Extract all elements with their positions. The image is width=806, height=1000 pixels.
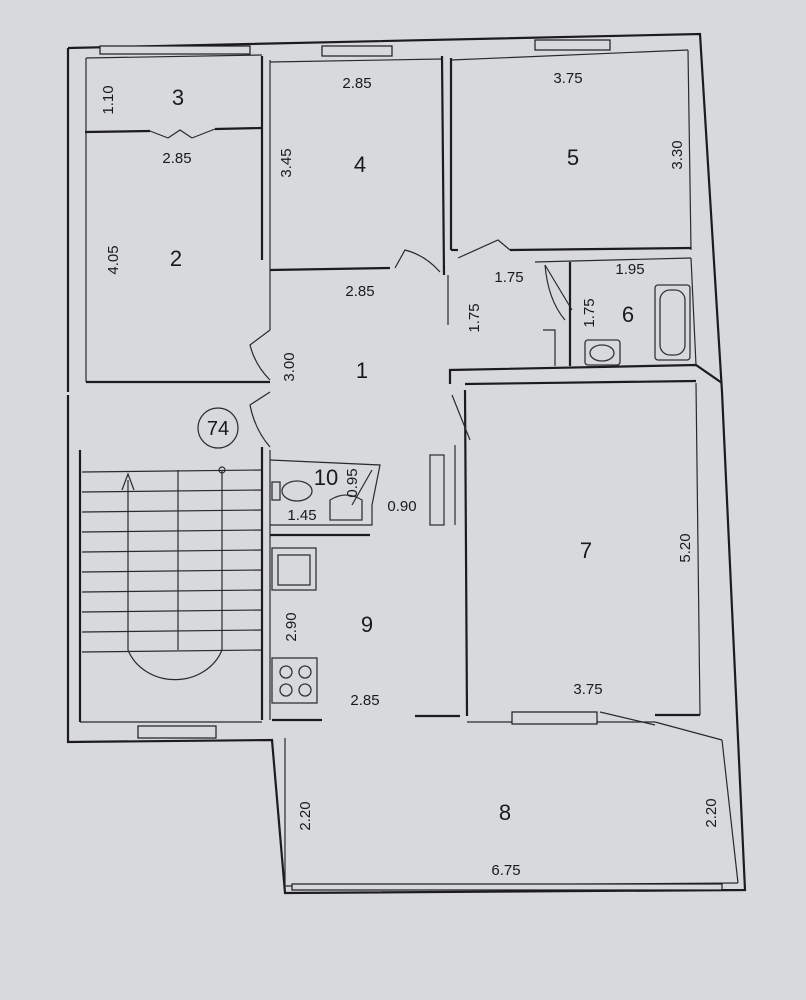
- door-room6: [544, 264, 573, 321]
- dim-corridor-width: 1.75: [466, 303, 483, 332]
- dim-r6-width-b: 1.95: [615, 261, 644, 278]
- apartment-number: 74: [207, 418, 229, 440]
- window-room5: [534, 39, 611, 51]
- room-2-label: 2: [170, 246, 182, 271]
- dim-r2-height: 4.05: [105, 245, 122, 274]
- door-room7: [451, 394, 471, 441]
- dim-r5-height: 3.30: [669, 140, 686, 169]
- dim-r7-width: 3.75: [573, 681, 602, 698]
- dim-r10-height: 0.95: [344, 468, 361, 497]
- room-7-label: 7: [580, 538, 592, 563]
- room-9-label: 9: [361, 612, 373, 637]
- door-room5: [457, 239, 511, 259]
- room-1-label: 1: [356, 358, 368, 383]
- doors: [149, 128, 656, 726]
- washbasin-icon: [329, 494, 363, 521]
- window-room4: [321, 45, 393, 57]
- dim-r4-height: 3.45: [278, 148, 295, 177]
- dim-r6-height: 1.75: [581, 298, 598, 327]
- dim-r8-width: 6.75: [491, 862, 520, 879]
- dim-r7-height: 5.20: [677, 533, 694, 562]
- dimension-labels: 1.10 2.85 4.05 2.85 3.45 2.85 3.75 3.30 …: [100, 70, 720, 879]
- door-entrance: [249, 391, 271, 448]
- outer-walls: [66, 32, 747, 895]
- room-8-label: 8: [499, 800, 511, 825]
- dim-r9-width: 2.85: [350, 692, 379, 709]
- staircase: [81, 466, 263, 681]
- stove-icon: [271, 657, 318, 704]
- window-room8: [291, 883, 723, 891]
- sink-icon: [584, 339, 621, 366]
- room-4-label: 4: [354, 152, 366, 177]
- dim-r3-width: 2.85: [162, 150, 191, 167]
- room-numbers: 1 2 3 4 5 6 7 8 9 10: [170, 85, 634, 825]
- interior-walls: [78, 49, 739, 887]
- door-room8: [599, 711, 656, 726]
- dim-r1-height: 3.00: [281, 352, 298, 381]
- stair-arrow-icon: [121, 472, 135, 491]
- dim-r3-height: 1.10: [100, 85, 117, 114]
- door-room4: [394, 249, 441, 273]
- dim-r8-height-left: 2.20: [297, 801, 314, 830]
- dim-r8-height-right: 2.20: [703, 798, 720, 827]
- dim-door-width: 0.90: [387, 498, 416, 515]
- door-room2: [249, 329, 271, 381]
- room-3-label: 3: [172, 85, 184, 110]
- room-5-label: 5: [567, 145, 579, 170]
- fixtures: [271, 284, 691, 704]
- apartment-badge: 74: [197, 407, 239, 449]
- toilet-icon: [271, 481, 281, 501]
- room-10-label: 10: [314, 465, 338, 490]
- dim-r5-width: 3.75: [553, 70, 582, 87]
- window-room3: [99, 45, 251, 55]
- dim-r6-width-a: 1.75: [494, 269, 523, 286]
- room-6-label: 6: [622, 302, 634, 327]
- door-room10: [351, 469, 373, 506]
- door-room3: [149, 128, 216, 139]
- windows: [99, 39, 723, 891]
- dim-r4-top-width: 2.85: [342, 75, 371, 92]
- bathtub-icon: [654, 284, 691, 361]
- window-stairwell: [137, 725, 217, 739]
- dim-r9-height: 2.90: [283, 612, 300, 641]
- dim-r4-bottom-width: 2.85: [345, 283, 374, 300]
- window-room7: [511, 711, 598, 725]
- kitchen-sink-icon: [271, 547, 317, 591]
- dim-r10-width: 1.45: [287, 507, 316, 524]
